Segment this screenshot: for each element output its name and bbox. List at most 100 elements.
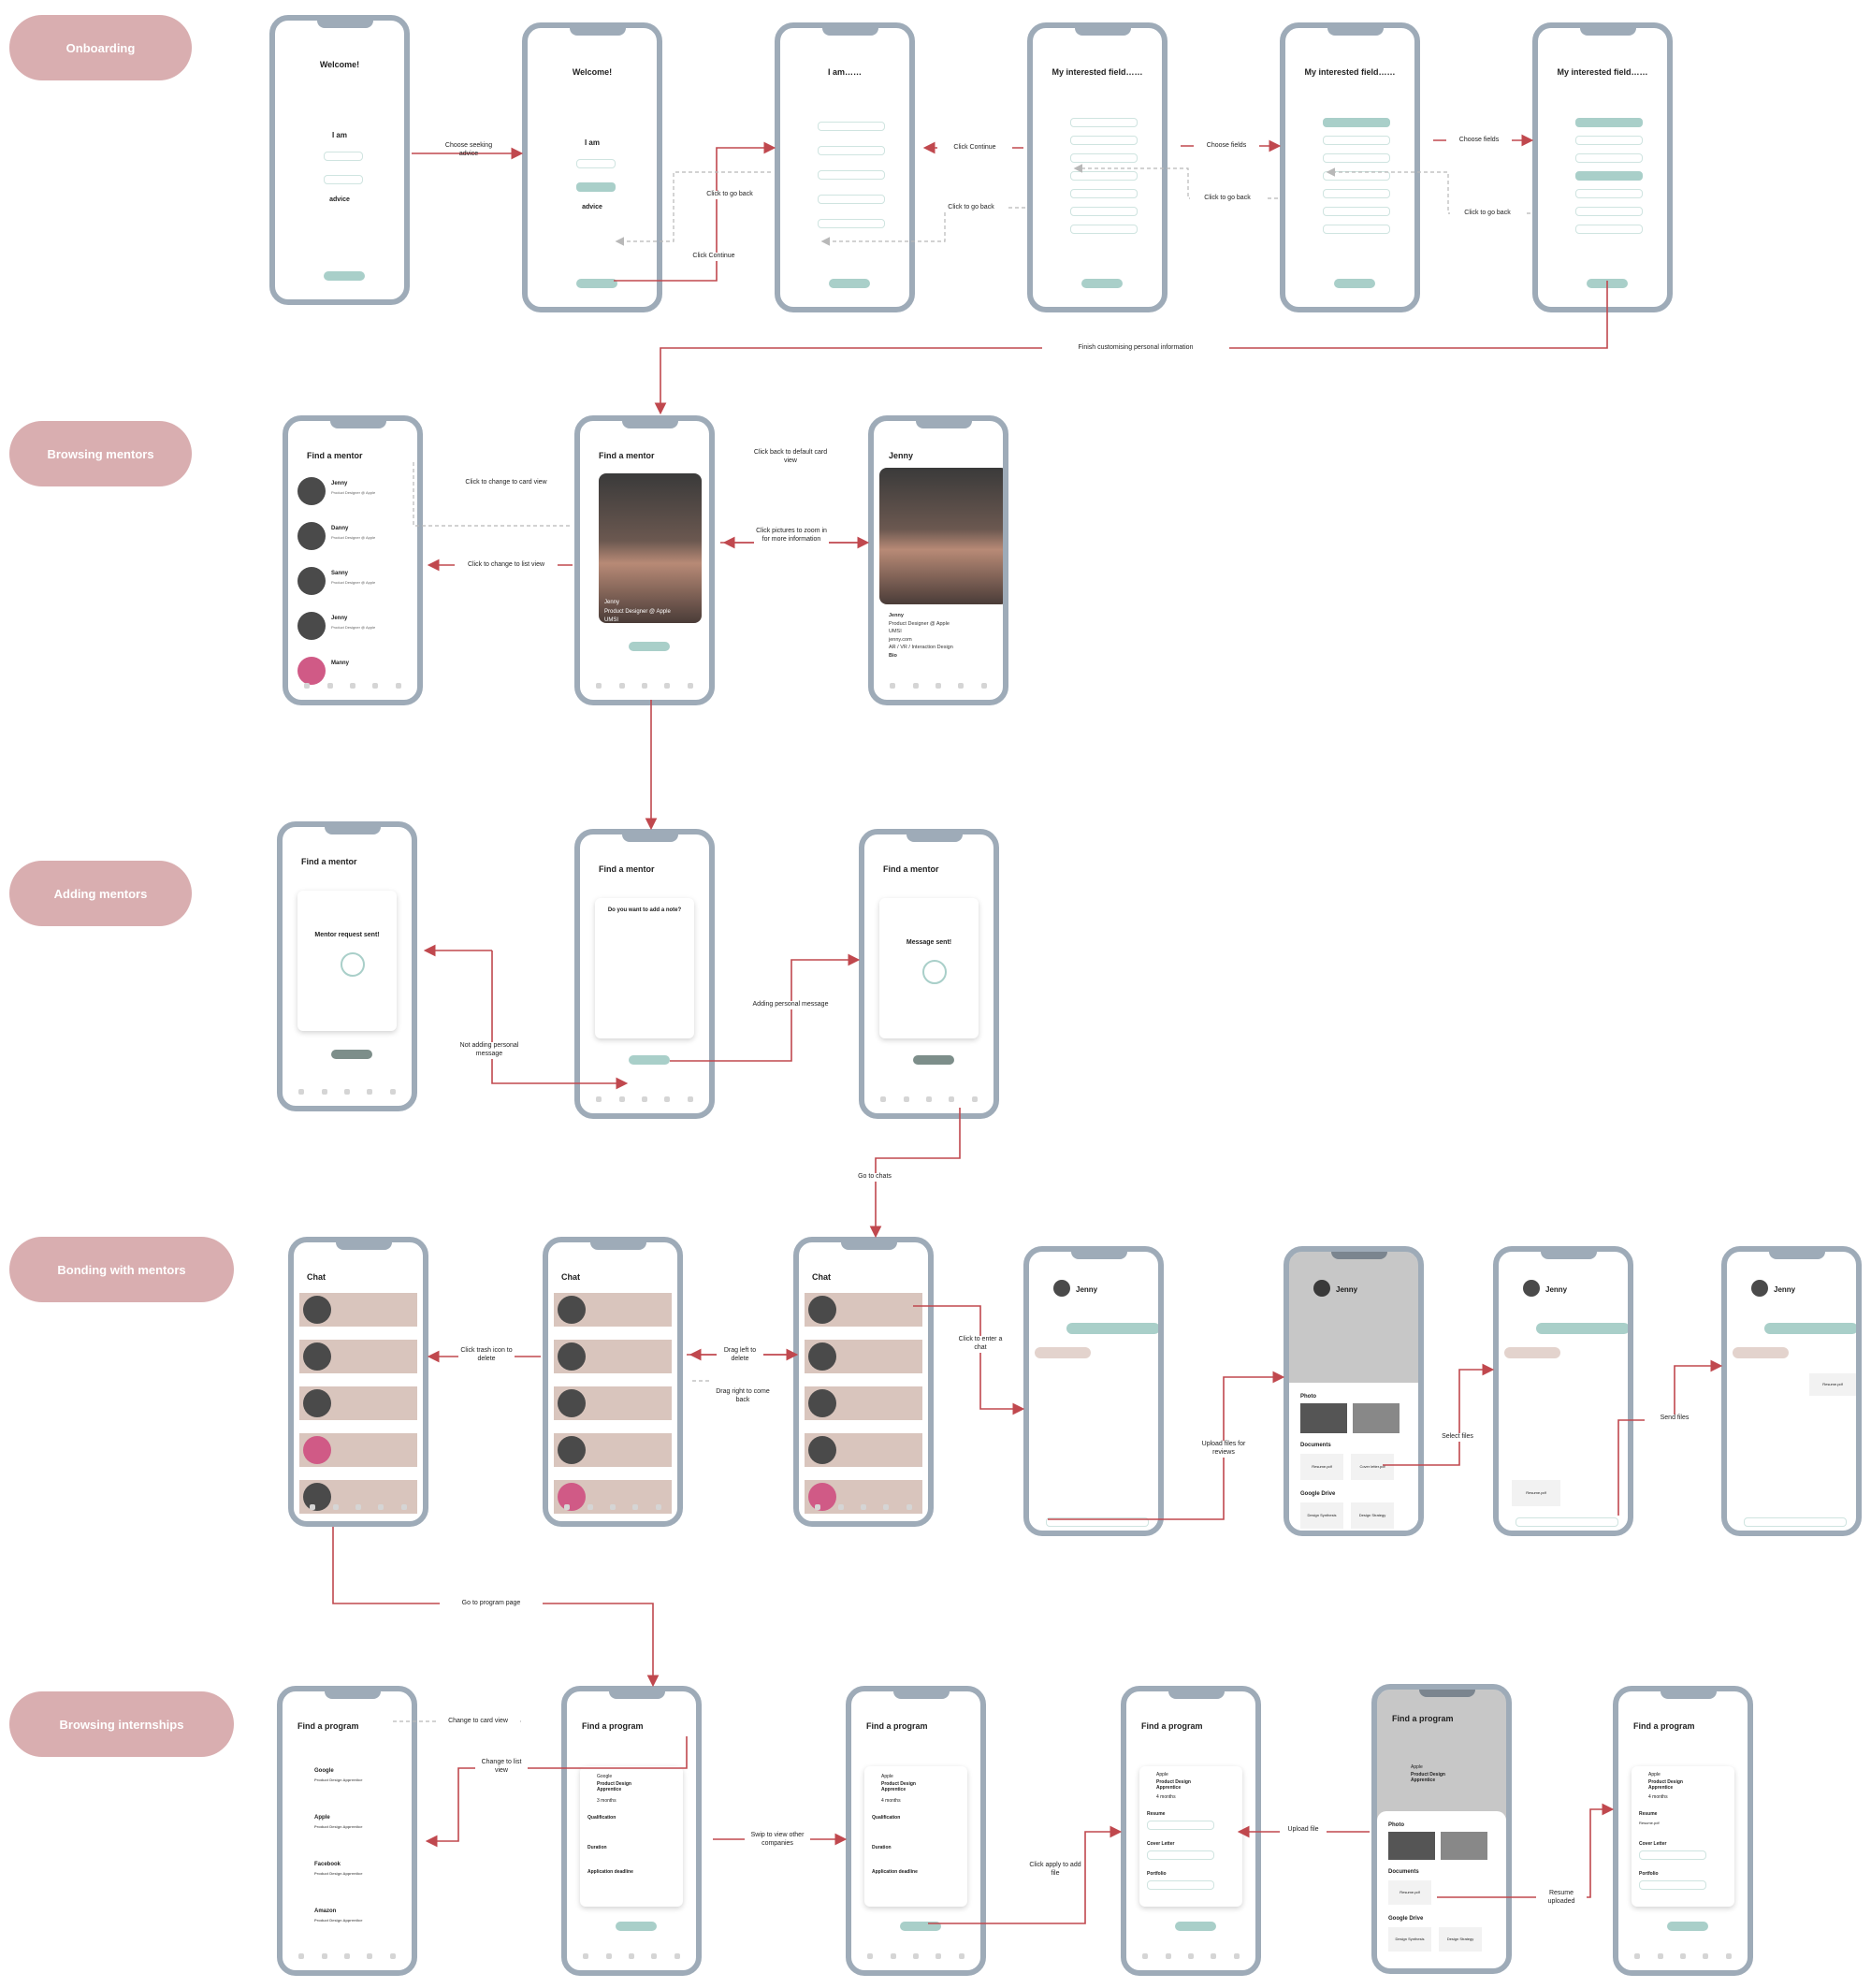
cover-letter-field[interactable] [1147,1850,1214,1860]
chat-row[interactable] [805,1386,922,1420]
chat-row[interactable] [299,1386,417,1420]
message-input[interactable] [1046,1517,1149,1527]
field-motion-design[interactable] [1323,189,1390,198]
resume-file[interactable]: Resume.pdf [1639,1821,1660,1825]
tab-bar [859,1953,973,1959]
flow-label: Choose seeking advice [444,142,493,157]
field-product-design[interactable] [1575,136,1643,145]
cover-letter-field[interactable] [1639,1850,1706,1860]
mentor-photo[interactable] [599,473,702,623]
option-providing[interactable] [576,159,616,168]
field-ux-engineer[interactable] [1070,207,1138,216]
field-product-design[interactable] [1323,136,1390,145]
drive-file[interactable]: Design Synthesis [1300,1502,1343,1529]
chat-row[interactable] [805,1293,922,1327]
send-button[interactable] [629,1055,670,1065]
chat-row[interactable] [299,1340,417,1373]
input-title[interactable] [818,219,885,228]
drive-file[interactable]: Design Synthesis [1388,1927,1431,1952]
attached-file[interactable]: Resume.pdf [1512,1480,1560,1506]
chat-row[interactable] [805,1433,922,1467]
file-resume[interactable]: Resume.pdf [1300,1454,1343,1480]
screen-title: Chat [307,1272,326,1282]
field-interaction-design[interactable] [1575,118,1643,127]
resume-field[interactable] [1147,1821,1214,1830]
apply-button[interactable] [900,1922,941,1931]
field-interaction-design[interactable] [1070,118,1138,127]
chat-row[interactable] [554,1433,672,1467]
list-item[interactable]: Manny [297,653,412,690]
continue-button[interactable] [829,279,870,288]
apply-button[interactable] [1667,1922,1708,1931]
mentor-photo [879,468,1003,604]
field-ui-design[interactable] [1323,171,1390,181]
field-ux-engineer[interactable] [1575,207,1643,216]
apply-button[interactable] [1175,1922,1216,1931]
field-user-research[interactable] [1070,153,1138,163]
finish-button[interactable] [1334,279,1375,288]
screen-title: Find a program [1633,1721,1695,1731]
field-motion-design[interactable] [1070,189,1138,198]
message-input[interactable] [1516,1517,1618,1527]
chat-row[interactable] [805,1340,922,1373]
input-company[interactable] [818,195,885,204]
screen-onboarding-3: My interested field…… [1027,22,1168,312]
field-ui-design[interactable] [1070,171,1138,181]
field-others[interactable] [1323,225,1390,234]
program-card[interactable]: Apple Product Design Apprentice 4 months… [864,1766,967,1907]
field-user-research[interactable] [1575,153,1643,163]
tab-bar [1134,1953,1248,1959]
continue-button[interactable] [1081,279,1123,288]
screen-title: Find a program [582,1721,644,1731]
field-interaction-design[interactable] [1323,118,1390,127]
chat-row[interactable] [299,1293,417,1327]
continue-button[interactable] [324,271,365,281]
portfolio-field[interactable] [1147,1880,1214,1890]
input-email[interactable] [818,146,885,155]
option-seeking[interactable] [576,182,616,192]
portfolio-field[interactable] [1639,1880,1706,1890]
connect-button[interactable] [629,642,670,651]
apply-button[interactable] [616,1922,657,1931]
continue-button[interactable] [576,279,617,288]
flow-label: Click to change to card view [455,479,558,487]
drive-file[interactable]: Design Strategy [1439,1927,1482,1952]
chat-row[interactable] [299,1433,417,1467]
field-others[interactable] [1070,225,1138,234]
input-name[interactable] [818,122,885,131]
message-input[interactable] [1744,1517,1847,1527]
chat-row[interactable] [554,1386,672,1420]
input-school[interactable] [818,170,885,180]
screen-title: Jenny [1545,1285,1568,1294]
field-ux-engineer[interactable] [1323,207,1390,216]
field-user-research[interactable] [1323,153,1390,163]
chat-row[interactable] [805,1480,922,1514]
field-product-design[interactable] [1070,136,1138,145]
option-seeking[interactable] [324,175,363,184]
file-cover-letter[interactable]: Cover letter.pdf [1351,1454,1394,1480]
field-others[interactable] [1575,225,1643,234]
confirmation-text: Mentor request sent! [314,932,380,938]
flow-label: Click back to default card view [753,449,828,464]
message-bubble [1504,1347,1560,1358]
option-providing[interactable] [324,152,363,161]
sent-file[interactable]: Resume.pdf [1809,1373,1856,1396]
program-card[interactable]: Google Product Design Apprentice 3 month… [580,1766,683,1907]
field-ui-design[interactable] [1575,171,1643,181]
flow-label: Click trash icon to delete [458,1347,515,1364]
chat-row[interactable] [554,1293,672,1327]
file-resume[interactable]: Resume.pdf [1388,1880,1431,1905]
flow-label: Click to go back [692,191,767,199]
drive-file[interactable]: Design Strategy [1351,1502,1394,1529]
field-motion-design[interactable] [1575,189,1643,198]
chat-row[interactable] [554,1340,672,1373]
